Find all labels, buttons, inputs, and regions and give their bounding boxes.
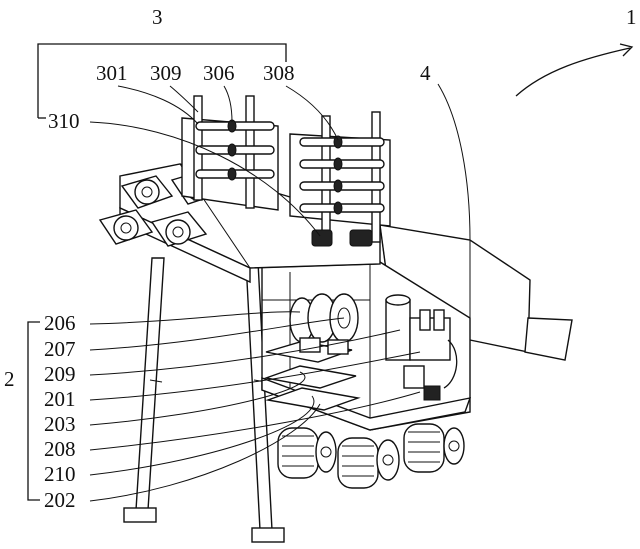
label-4: 4 bbox=[420, 61, 431, 85]
label-301: 301 bbox=[96, 61, 128, 85]
reel-assembly bbox=[289, 293, 359, 355]
leader-201 bbox=[89, 351, 421, 401]
label-210: 210 bbox=[44, 462, 76, 486]
rack-right-post-2 bbox=[371, 111, 381, 243]
front-left-leg bbox=[135, 257, 165, 511]
leader-206 bbox=[89, 311, 301, 325]
wheel-middle bbox=[337, 437, 400, 489]
leader-lines bbox=[89, 83, 471, 502]
leader-310 bbox=[89, 121, 321, 237]
label-309: 309 bbox=[150, 61, 182, 85]
group-brackets bbox=[27, 43, 287, 501]
leader-309 bbox=[169, 85, 199, 113]
clamp-2 bbox=[349, 229, 373, 247]
legs bbox=[123, 257, 285, 543]
label-209: 209 bbox=[44, 362, 76, 386]
label-1: 1 bbox=[626, 5, 637, 29]
bracket-2 bbox=[27, 321, 40, 501]
wheels bbox=[277, 423, 465, 489]
label-3: 3 bbox=[152, 5, 163, 29]
label-206: 206 bbox=[44, 311, 76, 335]
label-201: 201 bbox=[44, 387, 76, 411]
rack-left bbox=[181, 95, 279, 211]
reel-support-left bbox=[299, 337, 321, 353]
leader-203 bbox=[89, 371, 306, 426]
rack-right bbox=[289, 111, 391, 247]
feed-head-4 bbox=[150, 211, 208, 247]
cart-2 bbox=[261, 261, 472, 431]
leg-foot-left bbox=[123, 507, 157, 523]
leader-208 bbox=[89, 391, 421, 451]
leader-207 bbox=[89, 317, 345, 351]
shelf-bottom bbox=[265, 387, 361, 411]
leader-306 bbox=[223, 85, 233, 123]
reel-support-right bbox=[327, 339, 349, 355]
label-2: 2 bbox=[4, 367, 15, 391]
rack-right-post-1 bbox=[321, 115, 331, 243]
chute-4 bbox=[379, 224, 573, 361]
label-306: 306 bbox=[203, 61, 235, 85]
bracket-3 bbox=[37, 43, 287, 118]
chassis-base bbox=[261, 376, 472, 431]
chute-outlet bbox=[524, 317, 573, 361]
arrow-1 bbox=[515, 47, 631, 97]
wheel-left bbox=[277, 427, 337, 479]
leader-301 bbox=[117, 85, 199, 125]
rack-right-rods bbox=[299, 135, 385, 215]
shelf-lower bbox=[263, 365, 357, 389]
feed-head-1 bbox=[120, 175, 174, 209]
clamp-1 bbox=[311, 229, 333, 247]
leg-foot-right bbox=[251, 527, 285, 543]
rack-left-rods bbox=[195, 119, 275, 181]
feed-head-3 bbox=[98, 209, 154, 245]
label-202: 202 bbox=[44, 488, 76, 512]
reference-labels: 3 1 301 309 306 308 4 310 2 206 207 209 … bbox=[4, 5, 637, 512]
leader-202 bbox=[89, 403, 321, 502]
arrow-1-head bbox=[619, 43, 634, 57]
leader-4 bbox=[437, 83, 471, 241]
leader-308 bbox=[285, 85, 339, 141]
leader-210 bbox=[89, 395, 315, 476]
wheel-right bbox=[403, 423, 465, 473]
hose bbox=[443, 339, 458, 389]
valve-block bbox=[423, 385, 441, 401]
label-208: 208 bbox=[44, 437, 76, 461]
label-308: 308 bbox=[263, 61, 295, 85]
label-207: 207 bbox=[44, 337, 76, 361]
leader-209 bbox=[89, 329, 401, 376]
label-203: 203 bbox=[44, 412, 76, 436]
label-310: 310 bbox=[48, 109, 80, 133]
